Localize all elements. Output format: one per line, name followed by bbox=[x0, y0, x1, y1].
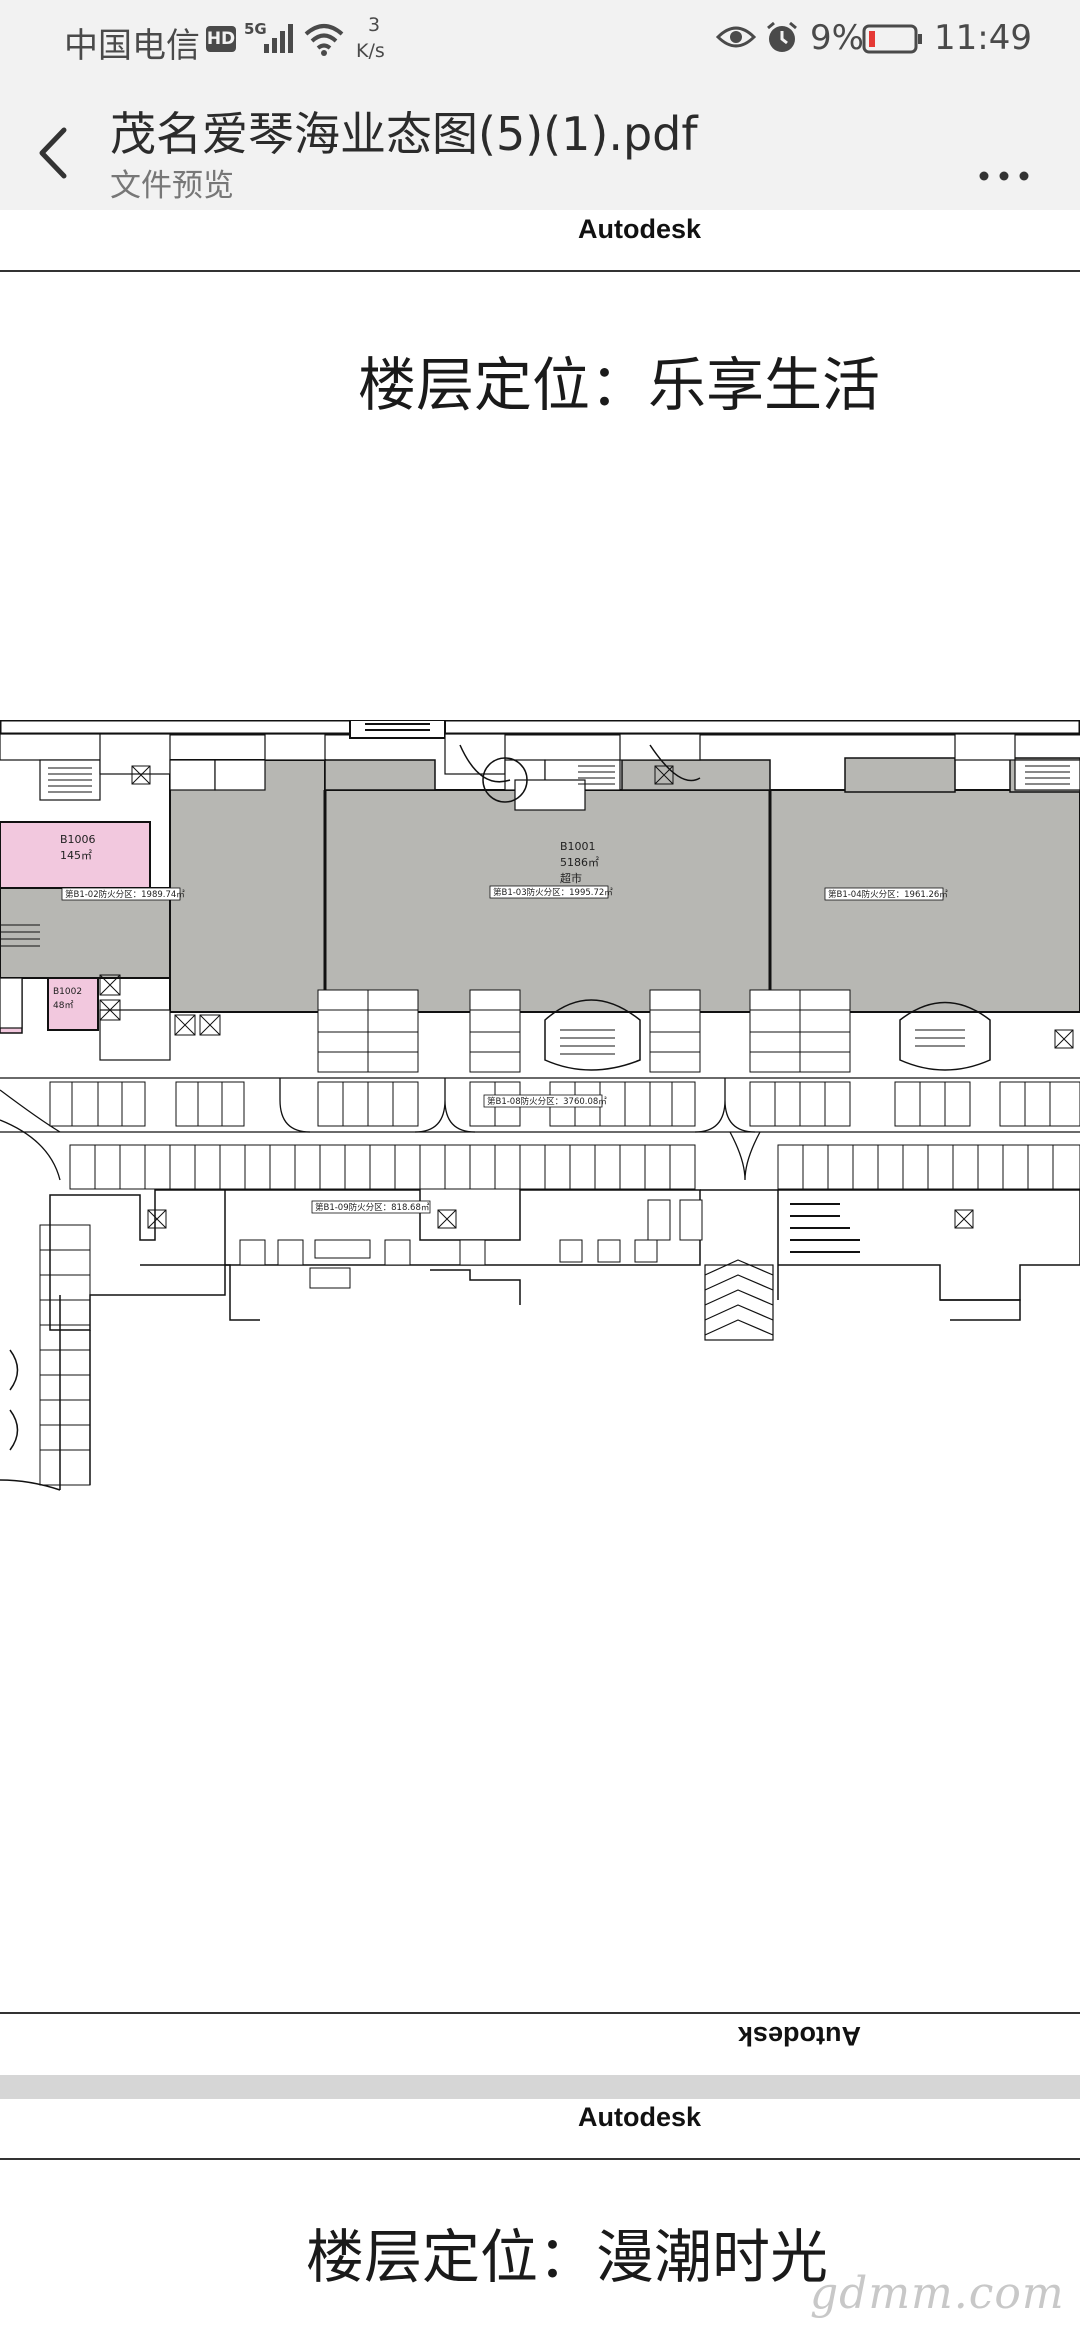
document-subtitle: 文件预览 bbox=[110, 168, 234, 204]
floor-plan-drawing: B1001 5186㎡ 超市 B1006 145㎡ B1002 48㎡ 第B1-… bbox=[0, 720, 1080, 1491]
label-zone-02: 第B1-02防火分区：1989.74㎡ bbox=[65, 889, 185, 900]
status-bar: 中国电信 HD 5G 3 K/s 9% 11:49 bbox=[0, 0, 1080, 80]
clock: 11:49 bbox=[934, 18, 1032, 58]
battery-icon bbox=[862, 24, 922, 54]
label-b1006-id: B1006 bbox=[60, 833, 96, 846]
chevron-left-icon bbox=[39, 127, 67, 179]
battery-percent: 9% bbox=[810, 18, 864, 58]
speed-value: 3 bbox=[368, 14, 381, 36]
label-b1002-area: 48㎡ bbox=[53, 1000, 73, 1011]
label-zone-03: 第B1-03防火分区：1995.72㎡ bbox=[493, 887, 613, 898]
autodesk-label-flipped: Autodesk bbox=[738, 2021, 862, 2051]
back-button[interactable] bbox=[20, 108, 90, 198]
network-type: 5G bbox=[244, 20, 267, 38]
store-b1002 bbox=[47, 977, 99, 1031]
page2-top-rule bbox=[0, 2158, 1080, 2160]
more-dots-icon bbox=[979, 171, 1029, 181]
store-b1006 bbox=[0, 821, 151, 889]
pdf-viewer[interactable]: Autodesk 楼层定位：乐享生活 bbox=[0, 210, 1080, 2340]
page2-heading: 楼层定位：漫潮时光 bbox=[306, 2223, 829, 2291]
label-zone-09: 第B1-09防火分区：818.68㎡ bbox=[315, 1202, 430, 1213]
alarm-icon bbox=[767, 21, 797, 52]
autodesk-label-page2: Autodesk bbox=[578, 2102, 702, 2132]
label-b1001-id: B1001 bbox=[560, 840, 596, 853]
eye-icon bbox=[716, 26, 756, 48]
carrier-name: 中国电信 bbox=[64, 26, 200, 66]
store-b1001 bbox=[169, 757, 1080, 1013]
page1-top-rule bbox=[0, 270, 1080, 272]
signal-icon bbox=[264, 24, 293, 53]
site-watermark: gdmm.com bbox=[810, 2268, 1065, 2319]
autodesk-label-top: Autodesk bbox=[578, 214, 702, 244]
page1-bottom-rule bbox=[0, 2012, 1080, 2014]
title-bar: 茂名爱琴海业态图(5)(1).pdf 文件预览 bbox=[0, 80, 1080, 210]
page1-heading: 楼层定位：乐享生活 bbox=[358, 351, 881, 419]
document-title: 茂名爱琴海业态图(5)(1).pdf bbox=[110, 107, 698, 161]
label-b1001-type: 超市 bbox=[560, 871, 582, 885]
label-zone-08: 第B1-08防火分区：3760.08㎡ bbox=[487, 1096, 607, 1107]
wifi-icon bbox=[304, 24, 344, 56]
label-zone-04: 第B1-04防火分区：1961.26㎡ bbox=[828, 889, 948, 900]
hd-badge: HD bbox=[206, 26, 236, 52]
label-b1001-area: 5186㎡ bbox=[560, 856, 599, 869]
speed-unit: K/s bbox=[356, 40, 385, 62]
label-b1006-area: 145㎡ bbox=[60, 849, 92, 862]
page-separator bbox=[0, 2075, 1080, 2099]
more-options-button[interactable] bbox=[960, 110, 1050, 190]
label-b1002-id: B1002 bbox=[53, 987, 82, 997]
